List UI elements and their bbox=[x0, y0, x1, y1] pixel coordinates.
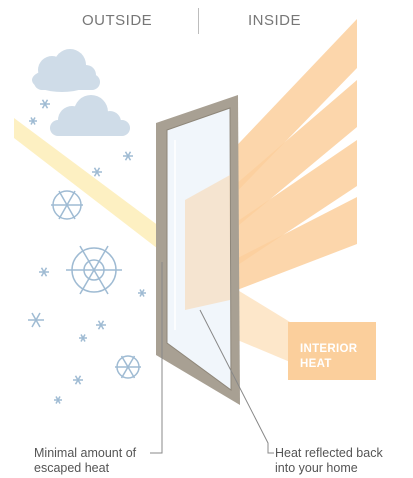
snowflake-icon bbox=[96, 321, 106, 330]
snowflake-icon bbox=[51, 191, 83, 219]
interior-heat-label-line2: HEAT bbox=[300, 358, 332, 370]
sun-beam bbox=[14, 118, 175, 262]
reflected-heat-caption: Heat reflected back into your home bbox=[275, 446, 383, 476]
snowflake-icon bbox=[28, 313, 44, 327]
snowflake-icon bbox=[79, 335, 87, 342]
snowflake-icon bbox=[54, 397, 62, 404]
snowflake-icon bbox=[92, 168, 102, 177]
interior-heat-label-line1: INTERIOR bbox=[300, 343, 357, 355]
snowflake-icon bbox=[123, 152, 133, 161]
snowflake-icon bbox=[40, 100, 50, 109]
cloud-icon bbox=[32, 49, 100, 92]
snowflake-icon bbox=[73, 376, 83, 385]
reflected-heat-caption-line1: Heat reflected back bbox=[275, 446, 383, 461]
escaped-heat-caption: Minimal amount of escaped heat bbox=[34, 446, 136, 476]
snowflake-icon bbox=[39, 268, 49, 277]
snowflake-icon bbox=[138, 290, 146, 297]
escaped-heat-caption-line1: Minimal amount of bbox=[34, 446, 136, 461]
snowflake-icon bbox=[66, 246, 122, 294]
escaped-heat-caption-line2: escaped heat bbox=[34, 461, 136, 476]
snowflake-icon bbox=[115, 356, 141, 378]
snowflake-icon bbox=[29, 118, 37, 125]
cloud-icon bbox=[50, 95, 130, 136]
header-divider bbox=[198, 8, 199, 34]
outside-label: OUTSIDE bbox=[82, 12, 152, 29]
inside-label: INSIDE bbox=[248, 12, 301, 29]
reflected-heat-caption-line2: into your home bbox=[275, 461, 383, 476]
